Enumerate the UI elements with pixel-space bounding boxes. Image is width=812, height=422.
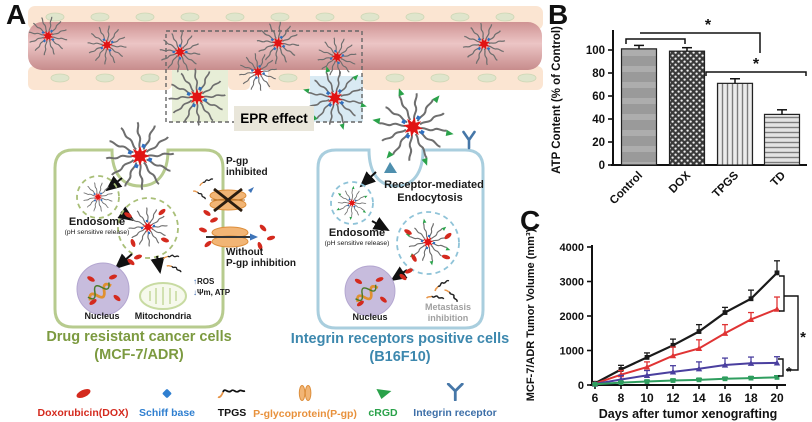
svg-text:20: 20: [592, 137, 605, 149]
svg-text:2000: 2000: [560, 311, 584, 323]
nucleus-left: [77, 263, 129, 315]
integrin-receptor: [462, 130, 476, 150]
without-pgp-label-1: Without: [226, 247, 264, 258]
svg-text:18: 18: [744, 391, 758, 405]
svg-text:Days after tumor xenografting: Days after tumor xenografting: [599, 407, 778, 421]
endosome-right-1: [330, 181, 374, 225]
svg-text:100: 100: [586, 45, 605, 57]
svg-text:*: *: [753, 56, 760, 73]
svg-text:12: 12: [666, 391, 680, 405]
svg-text:20: 20: [770, 391, 784, 405]
panel-a-label: A: [6, 0, 27, 30]
endosome-left-1: [76, 175, 120, 219]
svg-text:3000: 3000: [560, 277, 584, 289]
svg-text:ATP Content (% of Control): ATP Content (% of Control): [551, 26, 563, 174]
legend-item-schiff-base: Schiff base: [139, 386, 195, 419]
right-cell-title-1: Integrin receptors positive cells: [290, 331, 510, 347]
svg-text:16: 16: [718, 391, 732, 405]
svg-text:0: 0: [599, 160, 605, 172]
svg-text:40: 40: [592, 114, 605, 126]
svg-text:*: *: [786, 364, 792, 379]
legend-item-pgp: P-glycoprotein(P-gp): [253, 384, 357, 420]
svg-text:TD: TD: [769, 170, 788, 189]
rme-label-1: Receptor-mediated: [384, 179, 484, 191]
endosome-right-2: [396, 211, 460, 275]
svg-text:4000: 4000: [560, 242, 584, 254]
without-pgp-label-2: P-gp inhibition: [226, 258, 296, 269]
psi-note: ↓Ψm, ATP: [193, 288, 231, 297]
tpgs-icon: [217, 389, 246, 399]
nucleus-left-label: Nucleus: [84, 311, 120, 321]
nucleus-right: [345, 266, 395, 316]
metastasis-label-1: Metastasis: [424, 302, 472, 312]
svg-text:80: 80: [592, 68, 605, 80]
svg-text:1000: 1000: [560, 346, 584, 358]
svg-text:10: 10: [640, 391, 654, 405]
svg-text:TPGS: TPGS: [710, 169, 741, 200]
legend-item-doxorubicin: Doxorubicin(DOX): [38, 386, 129, 419]
doxorubicin-icon: [76, 388, 90, 399]
svg-text:0: 0: [578, 380, 584, 392]
endosome-left-2: [117, 197, 179, 259]
epr-effect-label: EPR effect: [234, 106, 314, 131]
legend-item-integrin: Integrin receptor: [413, 382, 497, 419]
integrin-receptor-icon: [446, 382, 464, 402]
svg-text:*: *: [800, 329, 806, 346]
metastasis-label-2: inhibition: [427, 313, 469, 323]
svg-text:*: *: [705, 17, 712, 34]
ros-note: ↑ROS: [193, 277, 215, 286]
x-mark: [213, 187, 243, 213]
crgd-icon: [376, 389, 391, 399]
legend-item-crgd: cRGD: [368, 386, 398, 419]
left-cell-title-1: Drug resistant cancer cells: [46, 329, 232, 345]
endothelial-cells: [45, 12, 537, 83]
right-cell-title-2: (B16F10): [369, 349, 431, 365]
legend-item-tpgs: TPGS: [215, 386, 249, 419]
endosome-right-sub: (pH sensitive release): [324, 240, 390, 247]
panel-b-label: B: [548, 0, 569, 30]
left-cell-title-2: (MCF-7/ADR): [94, 347, 184, 363]
svg-text:Control: Control: [608, 170, 645, 207]
pgp-inhibited-label-1: P-gp: [226, 156, 249, 167]
svg-text:DOX: DOX: [667, 169, 693, 195]
panel-a-diagram: [23, 6, 543, 330]
schiff-base-icon: [162, 389, 172, 398]
rme-label-2: Endocytosis: [397, 192, 463, 204]
pgp-inhibited-label-2: inhibited: [226, 167, 268, 178]
svg-text:60: 60: [592, 91, 605, 103]
p-glycoprotein-icon: [298, 385, 312, 401]
svg-text:6: 6: [592, 391, 599, 405]
svg-text:14: 14: [692, 391, 706, 405]
atp-bar-chart: 0 20 40 60 80 100 ATP Content (% of Control) Co…: [551, 17, 807, 207]
mitochondria-label: Mitochondria: [134, 311, 192, 321]
bound-receptor: [384, 162, 397, 173]
endosome-right-label: Endosome: [328, 227, 386, 239]
svg-text:8: 8: [618, 391, 625, 405]
endosome-left-label: Endosome: [68, 216, 126, 228]
panel-c-label: C: [520, 205, 541, 236]
endosome-left-sub: (pH sensitive release): [64, 229, 130, 236]
nucleus-right-label: Nucleus: [352, 312, 388, 322]
svg-text:MCF-7/ADR Tumor Volume (mm³): MCF-7/ADR Tumor Volume (mm³): [525, 228, 537, 401]
tumor-line-chart: 0 1000 2000 3000 4000 6 8 10 12 14 16 18 20 MCF-7/ADR…: [525, 228, 806, 421]
